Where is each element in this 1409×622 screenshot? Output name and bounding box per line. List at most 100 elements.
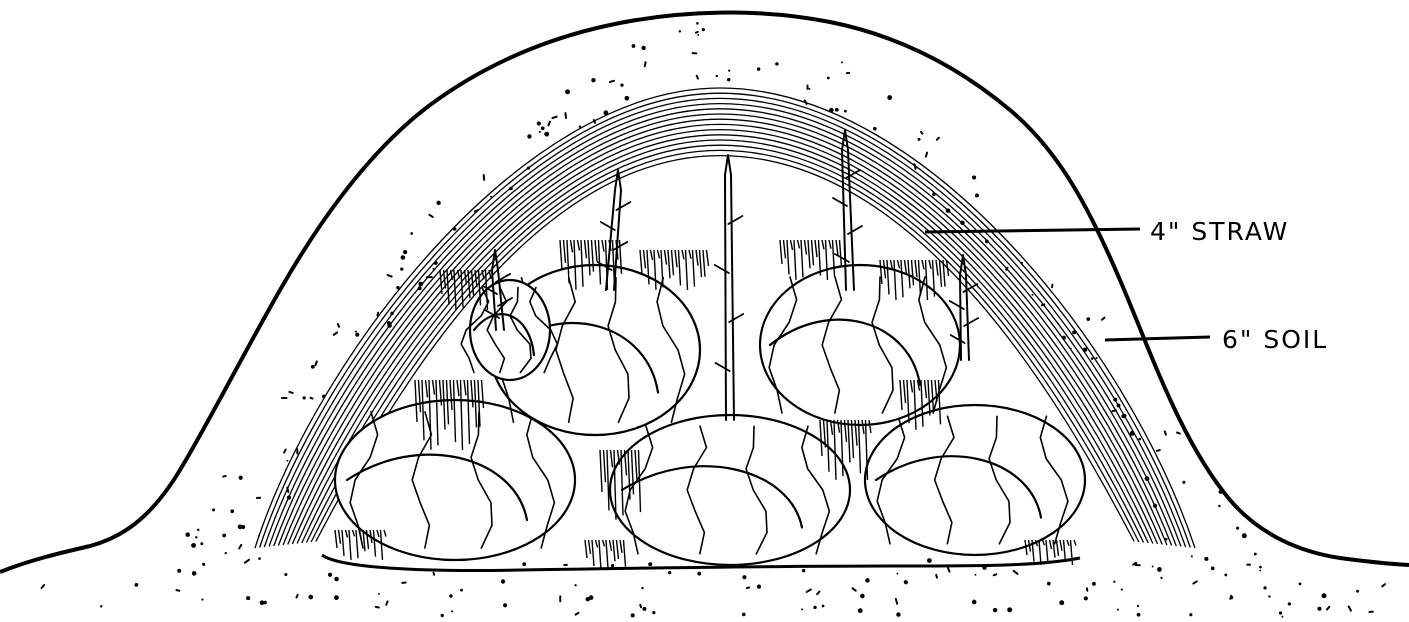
soil-speck <box>975 194 979 198</box>
soil-speck <box>501 579 505 583</box>
soil-speck <box>972 175 976 179</box>
soil-speck <box>410 232 413 235</box>
hatch-line <box>840 240 842 267</box>
soil-speck <box>191 543 196 548</box>
soil-speck <box>873 127 877 131</box>
hatch-line <box>1064 540 1066 562</box>
hatch-line <box>794 240 796 280</box>
soil-speck <box>802 569 805 572</box>
cabbage-stalk-stub <box>848 226 862 234</box>
hatch-line <box>342 530 344 556</box>
soil-speck <box>202 563 205 566</box>
hatch-line <box>1071 540 1073 565</box>
soil-speck <box>1259 566 1262 569</box>
soil-speck <box>1259 570 1261 572</box>
hatch-line <box>780 240 782 264</box>
soil-speck <box>401 255 406 260</box>
soil-speck <box>225 552 227 554</box>
soil-speck <box>238 524 243 529</box>
hatch-line <box>808 240 810 268</box>
hatch-line <box>468 270 470 298</box>
soil-speck <box>1288 602 1291 605</box>
hatch-line <box>560 240 562 270</box>
hatch-line <box>624 540 626 567</box>
soil-speck <box>697 572 701 576</box>
soil-speck <box>334 595 339 600</box>
soil-speck <box>185 532 189 536</box>
cabbage-stalk-stub <box>833 198 847 206</box>
hatch-line <box>617 540 619 559</box>
hatch-line <box>693 250 695 287</box>
soil-speck <box>246 596 250 600</box>
hatch-line <box>571 240 573 252</box>
soil-speck <box>937 138 939 140</box>
hatch-line <box>929 260 931 269</box>
hatch-line <box>682 250 684 259</box>
soil-speck <box>490 196 492 198</box>
soil-speck <box>460 589 463 592</box>
soil-speck <box>42 585 45 588</box>
soil-speck <box>808 88 810 90</box>
soil-speck <box>1137 605 1139 607</box>
soil-speck <box>775 62 778 65</box>
hatch-line <box>433 380 435 395</box>
hatch-line <box>604 450 606 482</box>
soil-speck <box>853 588 856 590</box>
soil-speck <box>378 593 380 595</box>
soil-speck <box>1121 589 1123 591</box>
soil-speck <box>641 587 643 589</box>
soil-speck <box>239 476 243 480</box>
hatch-line <box>603 540 605 546</box>
soil-speck <box>239 545 241 548</box>
soil-speck <box>887 95 892 100</box>
hatch-line <box>784 240 786 258</box>
soil-speck <box>100 605 102 607</box>
cabbage-stalk-stub <box>716 363 730 371</box>
hatch-line <box>812 240 814 265</box>
hatch-line <box>610 540 612 551</box>
soil-speck <box>287 460 289 462</box>
cabbage-stalk-stub <box>715 265 729 273</box>
soil-speck <box>918 138 921 141</box>
hatch-line <box>665 250 667 265</box>
soil-speck <box>403 250 407 254</box>
soil-speck <box>310 398 312 399</box>
hatch-line <box>620 540 622 553</box>
hatch-line <box>651 250 653 260</box>
hatch-line <box>585 240 587 258</box>
soil-speck <box>258 557 261 560</box>
soil-speck <box>1242 533 1247 538</box>
soil-speck <box>1356 590 1359 593</box>
soil-speck <box>994 574 997 575</box>
soil-speck <box>696 32 698 33</box>
hatch-line <box>613 540 615 561</box>
hatch-line <box>668 250 670 278</box>
soil-speck <box>222 534 226 538</box>
hatch-line <box>689 250 691 259</box>
soil-speck <box>1322 593 1327 598</box>
hatch-line <box>1067 540 1069 546</box>
soil-speck <box>441 614 444 617</box>
soil-speck <box>386 601 387 604</box>
soil-speck <box>757 585 761 589</box>
soil-speck <box>1299 583 1302 586</box>
hatch-line <box>658 250 660 258</box>
soil-speck <box>135 583 139 587</box>
soil-speck <box>1218 505 1220 507</box>
soil-speck <box>449 594 452 597</box>
soil-speck <box>652 611 655 614</box>
soil-speck <box>625 96 630 101</box>
soil-speck <box>865 578 869 582</box>
soil-speck <box>696 22 699 25</box>
soil-speck <box>334 333 337 335</box>
soil-speck <box>303 396 306 399</box>
soil-speck <box>757 67 761 71</box>
soil-speck <box>338 324 339 327</box>
soil-speck <box>904 580 908 584</box>
hatch-line <box>592 540 594 566</box>
hatch-line <box>458 270 460 278</box>
soil-speck <box>1263 586 1266 589</box>
soil-speck <box>195 536 197 538</box>
soil-speck <box>1327 607 1329 610</box>
